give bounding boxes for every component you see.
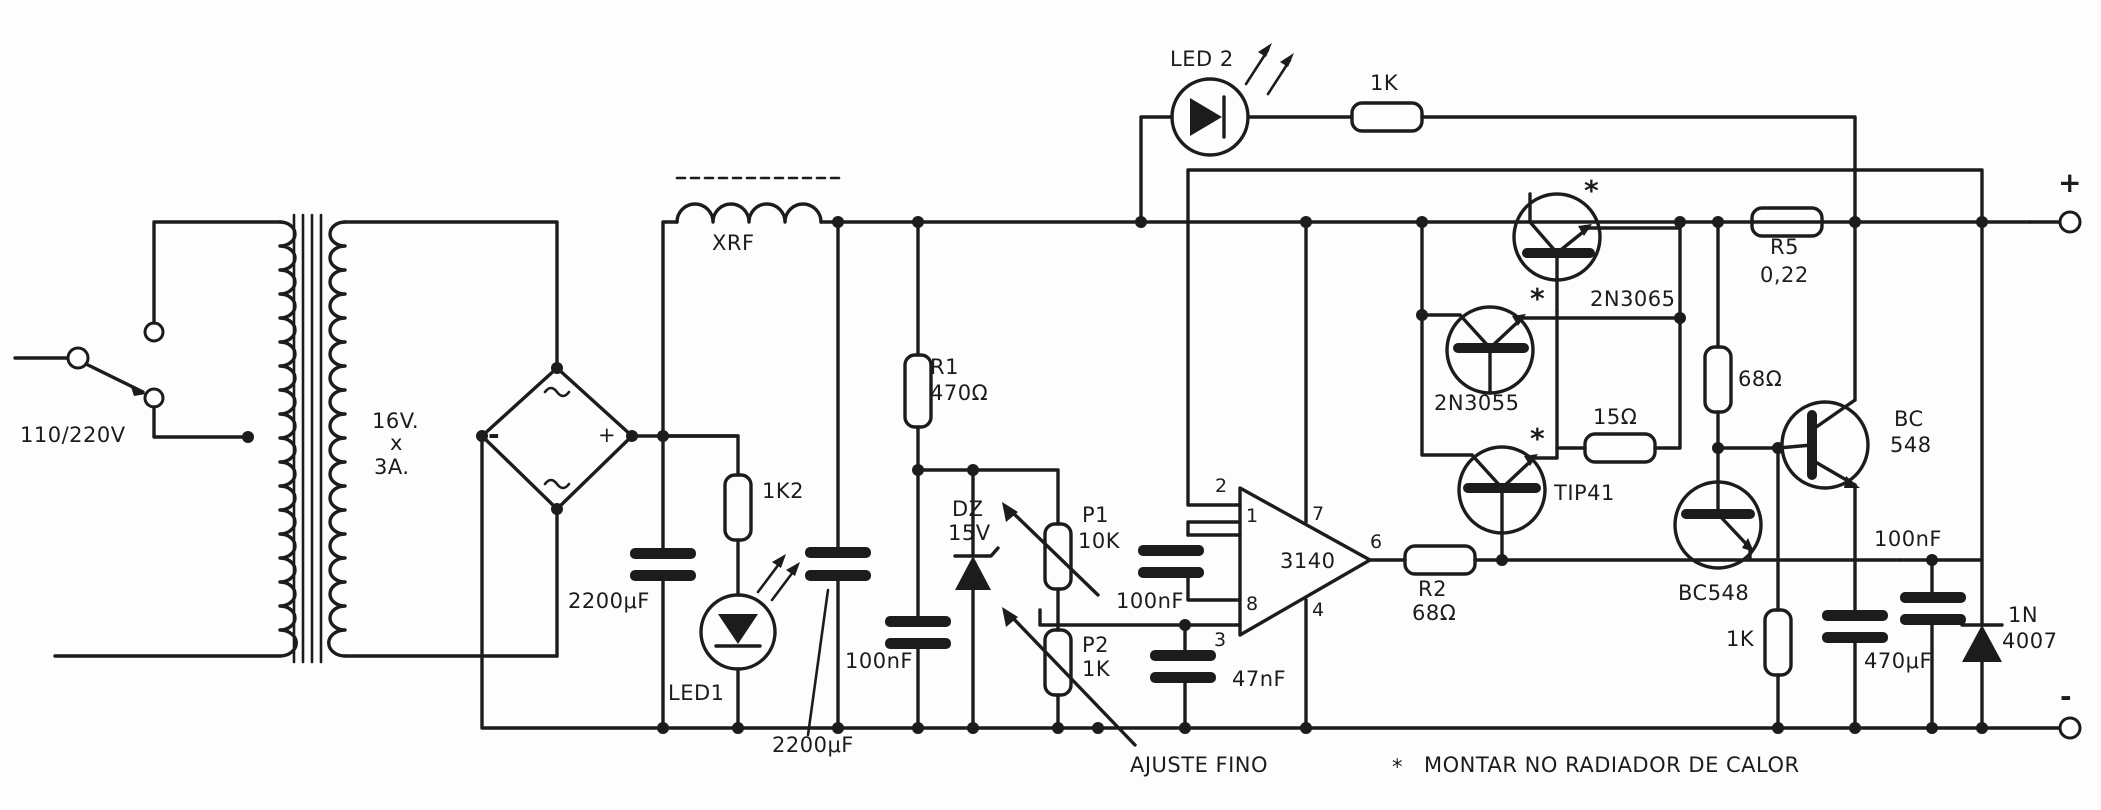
star-2n3065: * [1584, 174, 1599, 207]
mains-switch [13, 220, 282, 658]
ref-cap-label: 100nF [845, 649, 913, 673]
r1-name-label: R1 [930, 355, 959, 379]
zener-name-label: DZ [952, 497, 984, 521]
c-100nf-3-label: 100nF [1874, 527, 1942, 551]
opamp-label: 3140 [1280, 549, 1335, 573]
q-2n3055-label: 2N3055 [1434, 391, 1520, 415]
q-tip41-label: TIP41 [1553, 481, 1615, 505]
pin3-label: 3 [1214, 629, 1226, 651]
r1-value-label: 470Ω [930, 381, 988, 405]
diode-line2: 4007 [2002, 629, 2057, 653]
fine-adjust-label: AJUSTE FINO [1130, 753, 1268, 777]
pin7-label: 7 [1312, 503, 1324, 525]
output-plus-label: + [2058, 166, 2081, 199]
transformer [278, 213, 559, 664]
q-2n3065-label: 2N3065 [1590, 287, 1676, 311]
star-tip41: * [1530, 422, 1545, 455]
led2-label: LED 2 [1170, 47, 1234, 71]
diode-line1: 1N [2008, 603, 2038, 627]
filter-section [630, 176, 2032, 737]
r2-name-label: R2 [1418, 577, 1447, 601]
r2-value-label: 68Ω [1412, 601, 1456, 625]
opamp-section [1138, 168, 1984, 734]
r-1k-label: 1K [1726, 627, 1755, 651]
zener-value-label: 15V [948, 521, 991, 545]
transformer-x-label: x [390, 431, 403, 455]
pin1-label: 1 [1246, 505, 1258, 527]
p2-value-label: 1K [1082, 657, 1111, 681]
heatsink-note: MONTAR NO RADIADOR DE CALOR [1424, 753, 1800, 777]
star-2n3055: * [1530, 282, 1545, 315]
reference-section [885, 216, 1187, 747]
led2-resistor-label: 1K [1370, 71, 1399, 95]
feedback-cap-label: 100nF [1116, 589, 1184, 613]
pin6-label: 6 [1370, 531, 1382, 553]
current-limit-section [1673, 206, 2082, 740]
bc548-right-line2: 548 [1890, 433, 1932, 457]
bridge-minus-label: - [488, 418, 500, 451]
r-68-label: 68Ω [1738, 367, 1782, 391]
c-470uf-label: 470μF [1864, 649, 1932, 673]
transformer-voltage-label: 16V. [372, 409, 419, 433]
xrf-label: XRF [712, 231, 755, 255]
bc548-left-label: BC548 [1678, 581, 1749, 605]
r-15-label: 15Ω [1593, 405, 1637, 429]
pin2-label: 2 [1215, 475, 1227, 497]
mains-voltage-label: 110/220V [20, 423, 126, 447]
transformer-current-label: 3A. [374, 455, 410, 479]
r5-value-label: 0,22 [1760, 263, 1809, 287]
p2-name-label: P2 [1082, 633, 1109, 657]
pass-transistors [1416, 192, 1686, 566]
p1-name-label: P1 [1082, 503, 1109, 527]
bridge-plus-label: + [598, 423, 616, 447]
filter-cap2-label: 2200μF [772, 733, 854, 757]
comp-cap-label: 47nF [1232, 667, 1286, 691]
bc548-right-line1: BC [1894, 407, 1924, 431]
led1-resistor-label: 1K2 [762, 479, 804, 503]
pin8-label: 8 [1246, 593, 1258, 615]
bridge-rectifier [476, 362, 2070, 730]
filter-cap1-label: 2200μF [568, 589, 650, 613]
p1-value-label: 10K [1078, 529, 1121, 553]
pin4-label: 4 [1312, 599, 1324, 621]
output-minus-label: - [2060, 680, 2072, 713]
r5-name-label: R5 [1770, 235, 1799, 259]
led1-label: LED1 [668, 681, 725, 705]
note-star: * [1392, 755, 1403, 779]
led2-section [1135, 43, 1857, 228]
